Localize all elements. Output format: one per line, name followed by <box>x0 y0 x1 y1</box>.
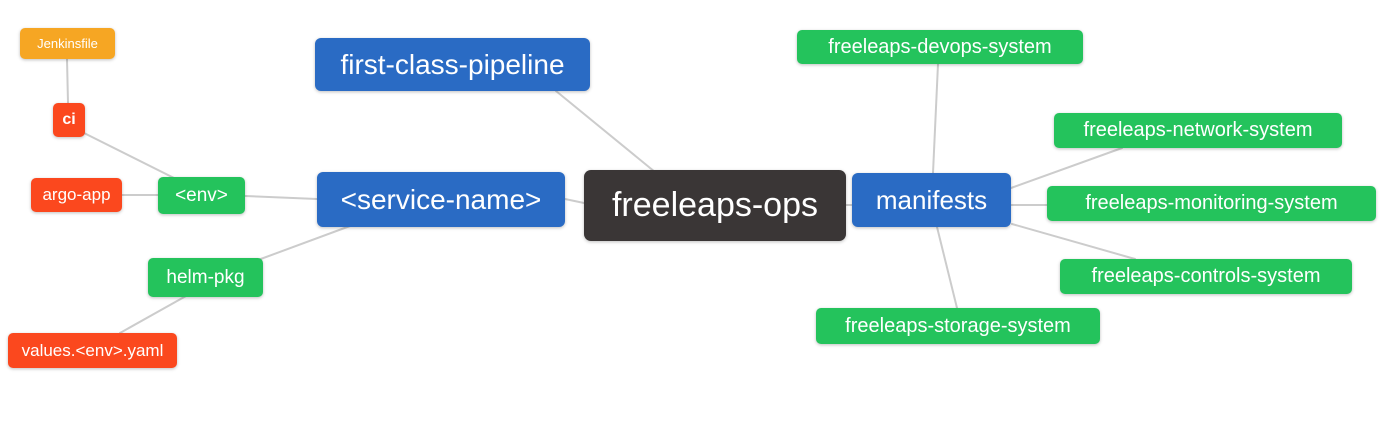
node-values-env-yaml[interactable]: values.<env>.yaml <box>8 333 177 368</box>
node-manifests[interactable]: manifests <box>852 173 1011 227</box>
edge-manifests-network <box>1010 147 1123 189</box>
edge-manifests-storage <box>936 226 958 309</box>
node-helm-pkg[interactable]: helm-pkg <box>148 258 263 297</box>
edge-service-name-freeleaps-ops <box>564 198 585 204</box>
node-freeleaps-storage-system[interactable]: freeleaps-storage-system <box>816 308 1100 344</box>
node-freeleaps-network-system[interactable]: freeleaps-network-system <box>1054 113 1342 148</box>
node-freeleaps-devops-system[interactable]: freeleaps-devops-system <box>797 30 1083 64</box>
edge-manifests-devops <box>932 63 939 174</box>
node-service-name[interactable]: <service-name> <box>317 172 565 227</box>
node-first-class-pipeline[interactable]: first-class-pipeline <box>315 38 590 91</box>
node-env[interactable]: <env> <box>158 177 245 214</box>
node-jenkinsfile[interactable]: Jenkinsfile <box>20 28 115 59</box>
node-argo-app[interactable]: argo-app <box>31 178 122 212</box>
edge-env-service-name <box>244 195 318 200</box>
edge-ci-env <box>79 130 179 181</box>
node-freeleaps-ops-root[interactable]: freeleaps-ops <box>584 170 846 241</box>
edge-pipeline-freeleaps-ops <box>555 90 656 173</box>
edge-helm-pkg-service-name <box>257 225 351 261</box>
edge-values-helm-pkg <box>119 295 187 334</box>
edge-manifests-controls <box>1011 223 1136 260</box>
node-freeleaps-controls-system[interactable]: freeleaps-controls-system <box>1060 259 1352 294</box>
node-freeleaps-monitoring-system[interactable]: freeleaps-monitoring-system <box>1047 186 1376 221</box>
node-ci[interactable]: ci <box>53 103 85 137</box>
edge-jenkinsfile-ci <box>66 58 69 104</box>
